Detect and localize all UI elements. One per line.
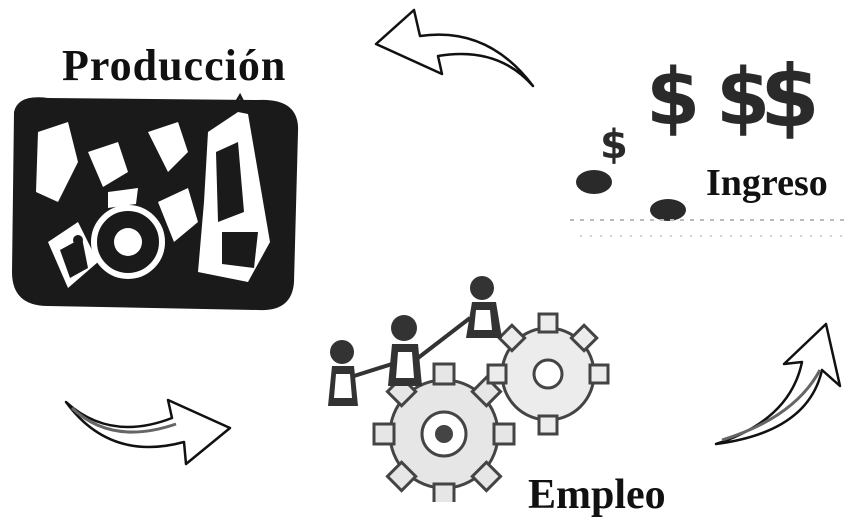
curved-arrow-icon <box>64 398 232 466</box>
label-ingreso: Ingreso <box>706 162 828 204</box>
people-on-gears-icon <box>328 276 610 502</box>
label-produccion: Producción <box>62 41 287 90</box>
label-empleo: Empleo <box>528 472 666 518</box>
svg-text:$: $ <box>760 56 820 147</box>
svg-text:$: $ <box>600 122 628 168</box>
factory-workers-icon <box>12 92 299 311</box>
svg-text:$: $ <box>646 56 700 143</box>
curved-arrow-icon <box>714 322 842 446</box>
curved-arrow-icon <box>374 8 535 88</box>
svg-text:$: $ <box>716 56 770 143</box>
dollar-signs-icon: $ $ $ $ <box>570 56 850 237</box>
